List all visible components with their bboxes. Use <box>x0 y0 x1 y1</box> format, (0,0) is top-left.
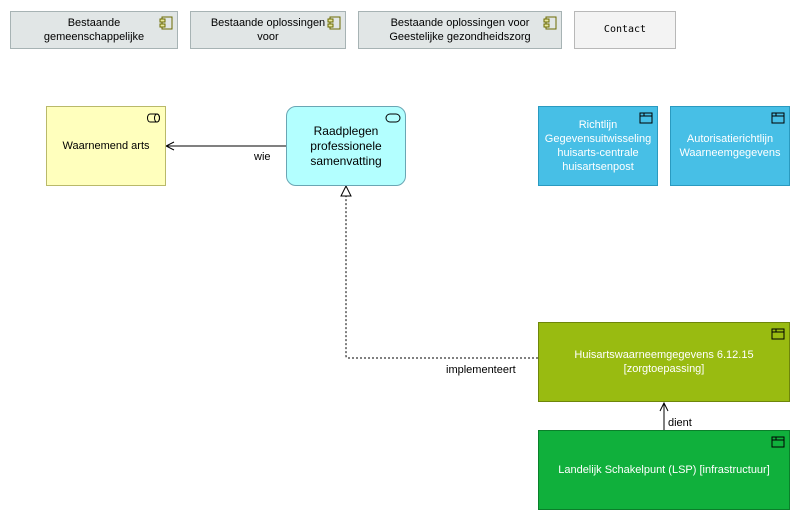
application-huisartswaarneemgegevens[interactable]: Huisartswaarneemgegevens 6.12.15 [zorgto… <box>538 322 790 402</box>
component-icon <box>159 16 173 30</box>
application-icon <box>771 328 785 340</box>
service-label: Raadplegen professionele samenvatting <box>310 123 382 168</box>
document-icon <box>771 112 785 124</box>
component-box-ggz[interactable]: Bestaande oplossingen voor Geestelijke g… <box>358 11 562 49</box>
infrastructure-icon <box>771 436 785 448</box>
role-icon <box>147 113 160 123</box>
contact-label: Contact <box>603 24 647 35</box>
component-box-gemeenschappelijke[interactable]: Bestaande gemeenschappelijke <box>10 11 178 49</box>
edge-label-wie: wie <box>254 151 271 163</box>
infrastructure-label: Landelijk Schakelpunt (LSP) [infrastruct… <box>558 464 770 476</box>
edge-label-dient: dient <box>668 417 692 429</box>
edge-label-implementeert: implementeert <box>446 364 516 376</box>
component-box-label: Bestaande gemeenschappelijke <box>43 17 145 43</box>
actor-waarnemend-arts[interactable]: Waarnemend arts <box>46 106 166 186</box>
component-box-oplossingen[interactable]: Bestaande oplossingen voor <box>190 11 346 49</box>
contact-box[interactable]: Contact <box>574 11 676 49</box>
document-autorisatie[interactable]: Autorisatierichtlijn Waarneemgegevens <box>670 106 790 186</box>
document-label: Autorisatierichtlijn Waarneemgegevens <box>679 133 781 159</box>
application-label: Huisartswaarneemgegevens 6.12.15 [zorgto… <box>574 349 754 375</box>
service-raadplegen[interactable]: Raadplegen professionele samenvatting <box>286 106 406 186</box>
component-box-label: Bestaande oplossingen voor <box>210 17 326 43</box>
actor-label: Waarnemend arts <box>62 140 150 152</box>
edge-implementeert <box>345 196 538 359</box>
realization-arrowhead <box>340 184 352 197</box>
component-icon <box>327 16 341 30</box>
document-label: Richtlijn Gegevensuitwisseling huisarts-… <box>544 119 652 173</box>
infrastructure-lsp[interactable]: Landelijk Schakelpunt (LSP) [infrastruct… <box>538 430 790 510</box>
component-box-label: Bestaande oplossingen voor Geestelijke g… <box>389 17 531 43</box>
component-icon <box>543 16 557 30</box>
document-richtlijn[interactable]: Richtlijn Gegevensuitwisseling huisarts-… <box>538 106 658 186</box>
document-icon <box>639 112 653 124</box>
service-icon <box>385 113 401 123</box>
